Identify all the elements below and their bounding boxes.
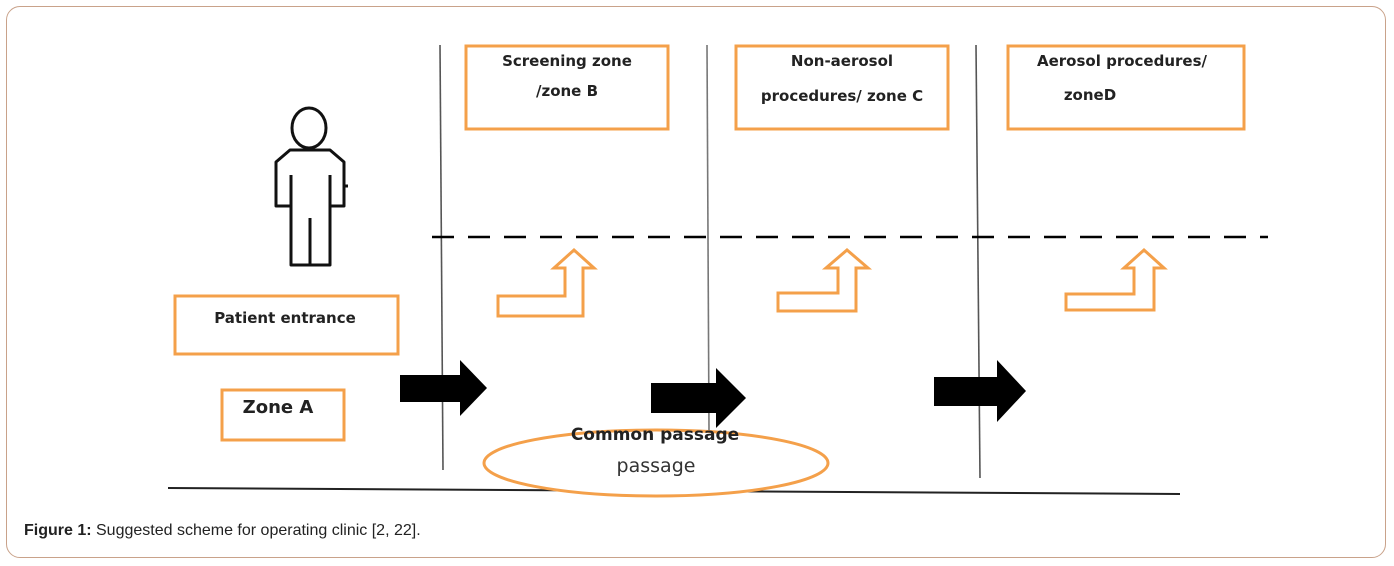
bent-up-arrow-icon bbox=[776, 248, 873, 313]
right-arrow-icon bbox=[651, 368, 746, 428]
aerosol-zone-label-line1: Aerosol procedures/ bbox=[1037, 52, 1208, 70]
aerosol-zone-box: Aerosol procedures/ zoneD bbox=[1006, 44, 1246, 131]
zone-a-box: Zone A bbox=[220, 388, 346, 442]
screening-zone-box: Screening zone /zone B bbox=[464, 44, 670, 131]
non-aerosol-zone-box: Non-aerosol procedures/ zone C bbox=[734, 44, 950, 131]
non-aerosol-zone-label-line2: procedures/ zone C bbox=[761, 87, 923, 105]
common-passage-label: Common passage bbox=[571, 425, 739, 445]
zone-a-label: Zone A bbox=[243, 397, 314, 418]
divider-line-ab bbox=[439, 44, 444, 471]
person-icon bbox=[274, 106, 348, 267]
right-arrow-icon bbox=[400, 360, 487, 416]
bent-up-arrow-icon bbox=[496, 247, 598, 318]
common-passage-ellipse: Common passage passage bbox=[482, 425, 830, 498]
figure-caption-label: Figure 1: bbox=[24, 522, 92, 539]
screening-zone-label-line2: /zone B bbox=[536, 82, 598, 100]
figure-caption-text: Suggested scheme for operating clinic [2… bbox=[91, 522, 421, 539]
divider-line-bc bbox=[706, 44, 710, 431]
figure-caption: Figure 1: Suggested scheme for operating… bbox=[24, 522, 421, 540]
right-arrow-icon bbox=[934, 360, 1026, 422]
patient-entrance-label: Patient entrance bbox=[214, 309, 356, 327]
patient-entrance-box: Patient entrance bbox=[173, 294, 400, 356]
divider-line-cd bbox=[975, 44, 981, 479]
screening-zone-label-line1: Screening zone bbox=[502, 52, 632, 70]
passage-label: passage bbox=[617, 455, 696, 477]
aerosol-zone-label-line2: zoneD bbox=[1064, 86, 1116, 104]
bent-up-arrow-icon bbox=[1064, 247, 1168, 312]
non-aerosol-zone-label-line1: Non-aerosol bbox=[791, 52, 893, 70]
